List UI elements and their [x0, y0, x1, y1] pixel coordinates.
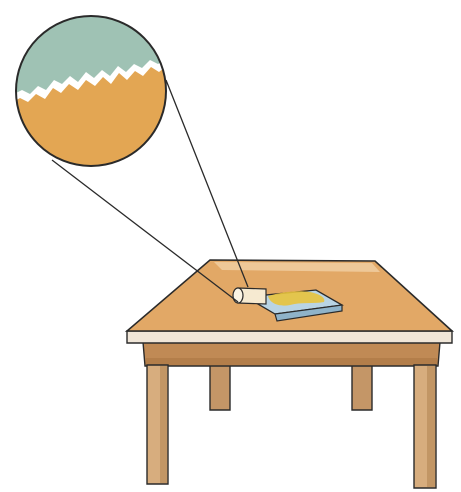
specimen-cylinder-end — [233, 288, 243, 303]
table-front-right-leg-shade — [427, 366, 435, 487]
magnified-view — [10, 10, 175, 175]
table-front-left-leg-shade — [160, 366, 167, 483]
table-back-left-leg — [210, 364, 230, 410]
table-back-right-leg — [352, 364, 372, 410]
table-apron-shadow — [146, 358, 437, 365]
magnifier-line-lower — [52, 160, 238, 302]
table-top-edge — [127, 331, 452, 343]
